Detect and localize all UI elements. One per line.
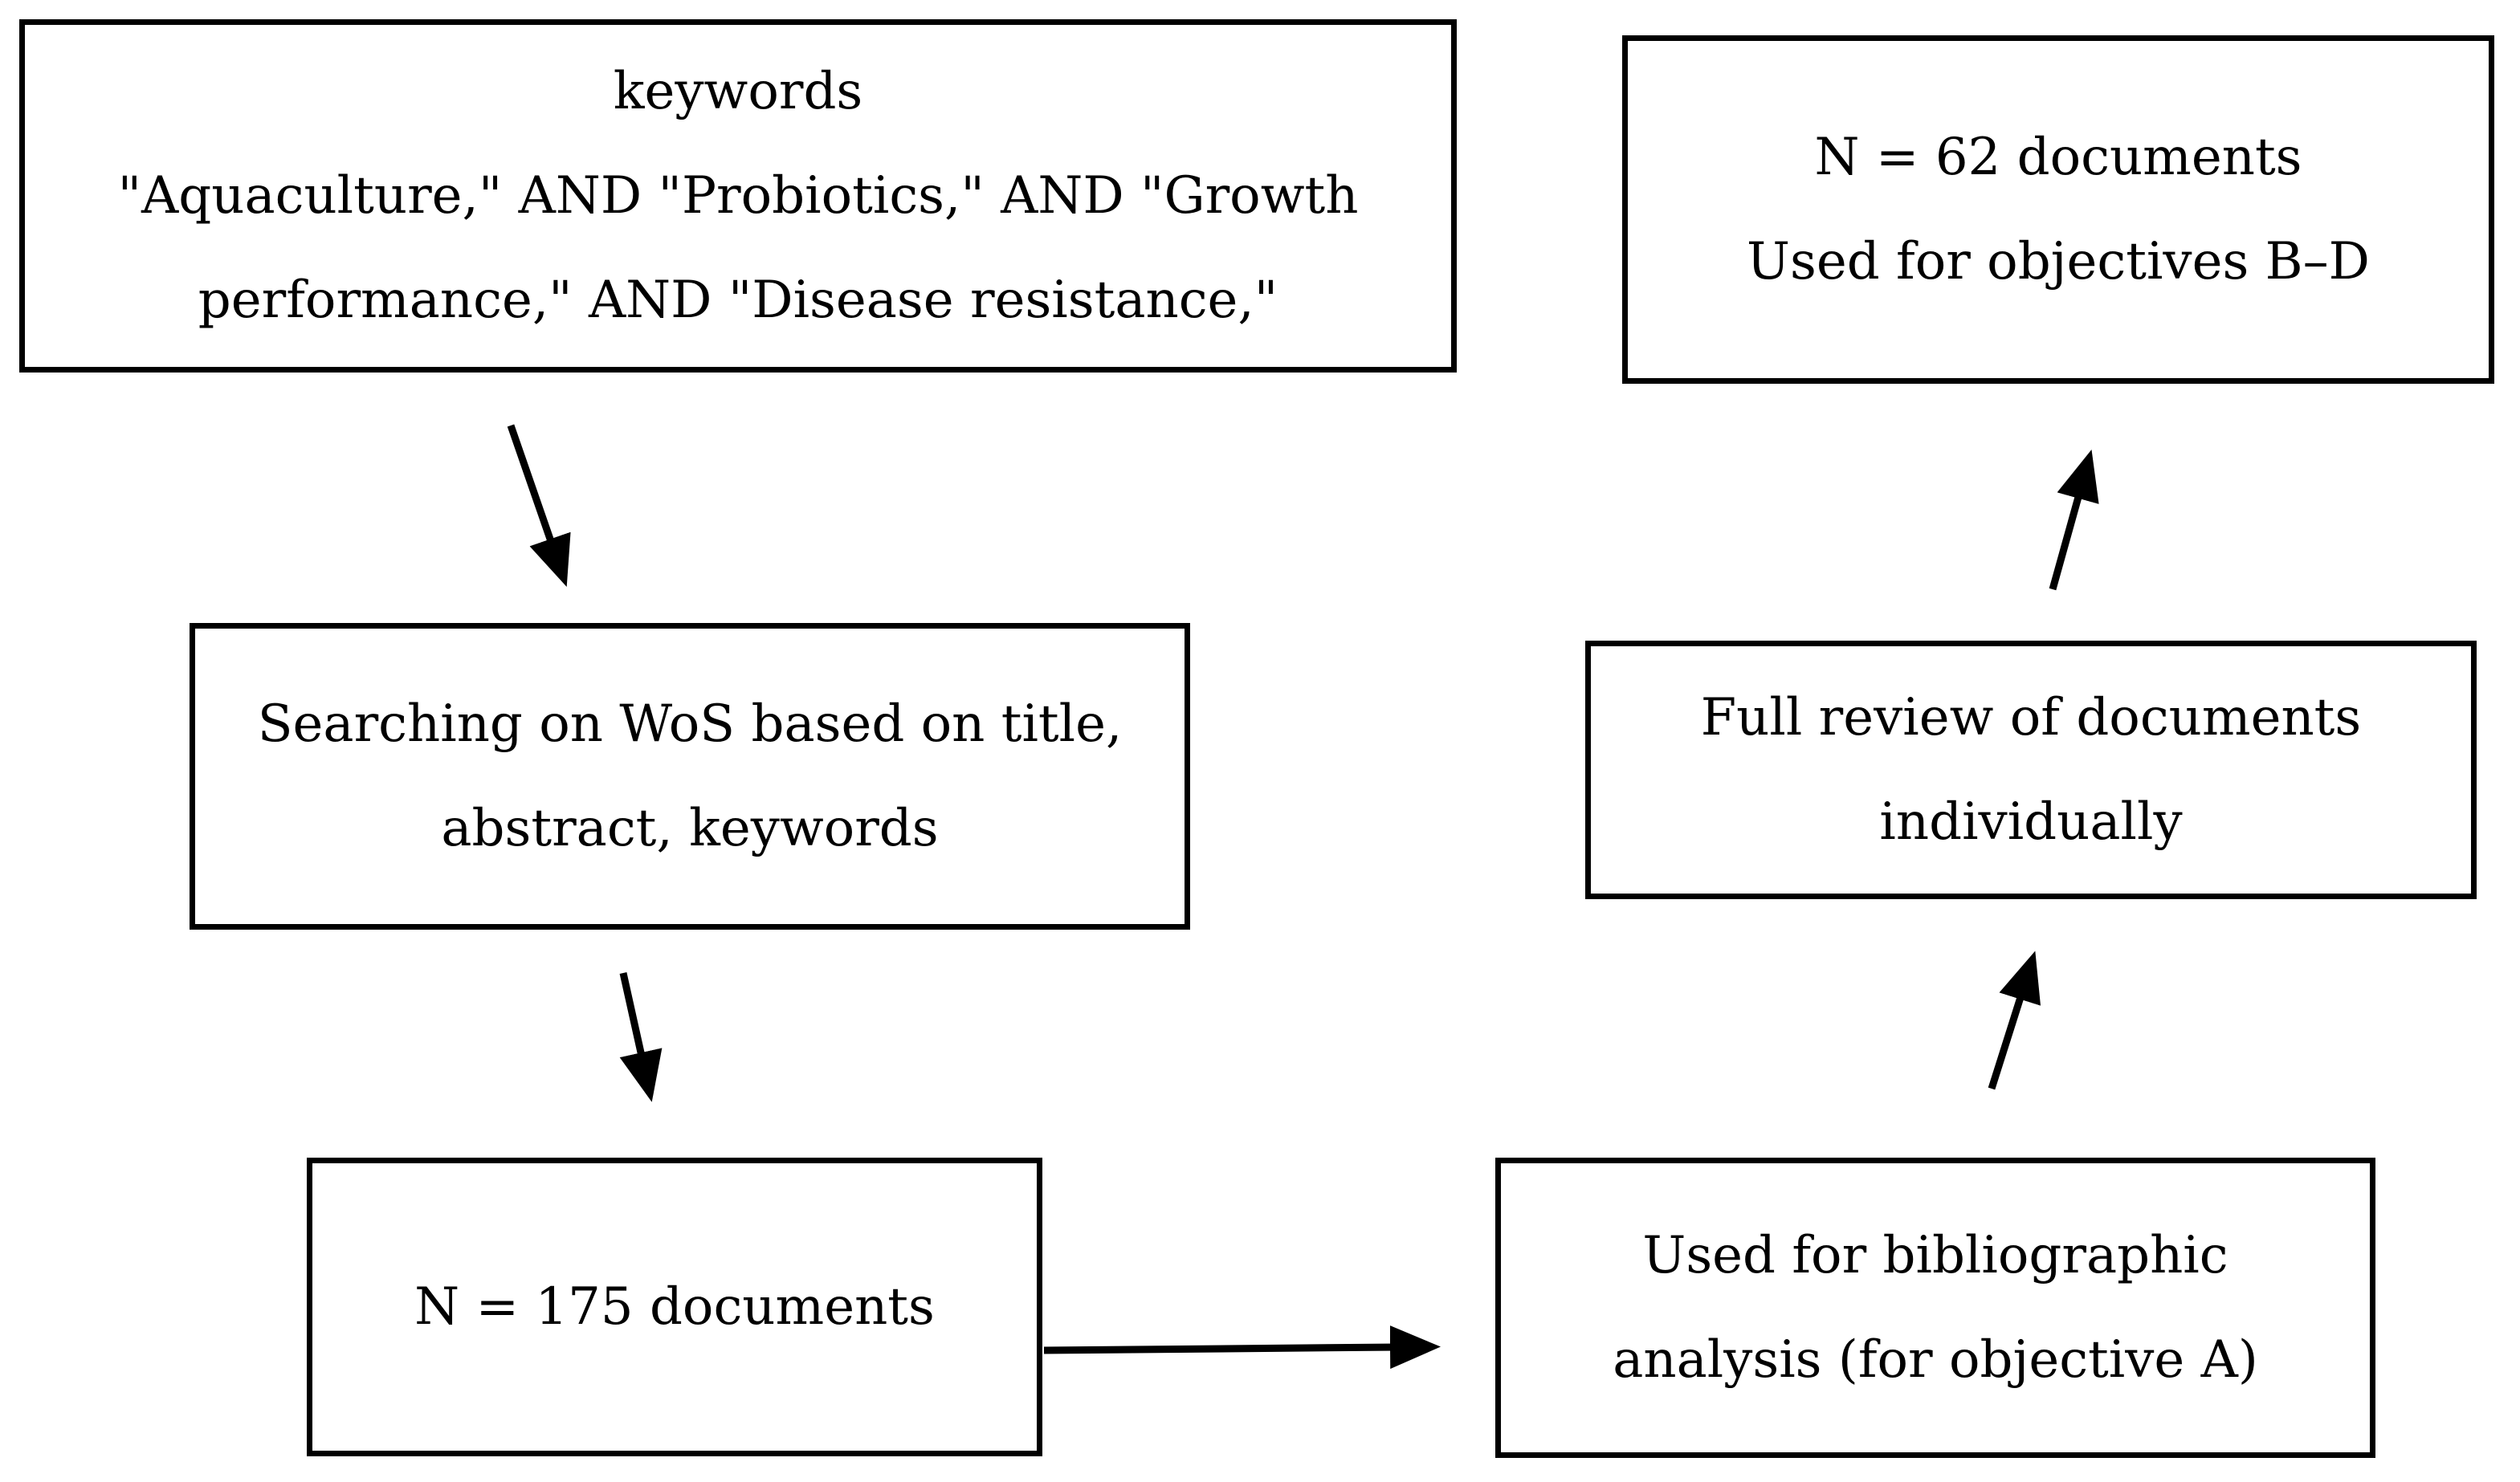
arrow-biblio-to-full-review [1988, 951, 2041, 1090]
n62-line-1: N = 62 documents [1814, 128, 2302, 187]
keywords-box: keywords "Aquaculture," AND "Probiotics,… [19, 19, 1457, 373]
keywords-line-1: "Aquaculture," AND "Probiotics," AND "Gr… [117, 166, 1359, 226]
full-review-line-1: Full review of documents [1700, 688, 2362, 747]
full-review-box: Full review of documents individually [1585, 641, 2477, 899]
keywords-title: keywords [613, 62, 863, 121]
biblio-line-2: analysis (for objective A) [1613, 1330, 2258, 1390]
search-wos-box: Searching on WoS based on title, abstrac… [190, 623, 1190, 930]
arrow-full-review-to-n62 [2049, 449, 2099, 591]
full-review-line-2: individually [1879, 792, 2183, 852]
n62-line-2: Used for objectives B–D [1747, 232, 2370, 291]
bibliographic-analysis-box: Used for bibliographic analysis (for obj… [1495, 1158, 2375, 1458]
keywords-line-2: performance," AND "Disease resistance," [198, 271, 1278, 330]
arrow-n175-to-biblio [1043, 1325, 1441, 1370]
n62-documents-box: N = 62 documents Used for objectives B–D [1622, 35, 2494, 384]
n175-documents-box: N = 175 documents [307, 1158, 1042, 1456]
arrow-search-to-n175 [619, 972, 663, 1102]
search-line-2: abstract, keywords [441, 799, 939, 858]
search-line-1: Searching on WoS based on title, [257, 694, 1123, 754]
n175-line: N = 175 documents [414, 1277, 935, 1337]
arrow-keywords-to-search [507, 424, 571, 588]
biblio-line-1: Used for bibliographic [1642, 1226, 2228, 1285]
